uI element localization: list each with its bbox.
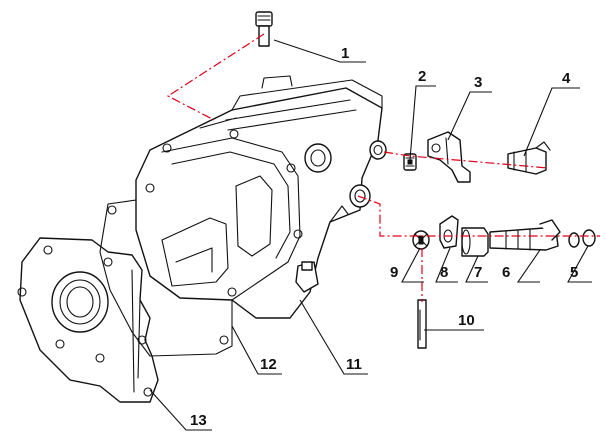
- callout-10: 10: [458, 312, 475, 329]
- part-13-rear-cover: [17, 237, 159, 403]
- callout-11: 11: [346, 356, 362, 373]
- part-3-bracket: [427, 131, 471, 183]
- part-4-shaft: [507, 141, 551, 175]
- callout-6: 6: [502, 264, 510, 281]
- callout-labels: 1 2 3 4 5 6 7 8 9 10 11 12 13: [190, 45, 578, 429]
- callout-8: 8: [440, 264, 448, 281]
- callout-1: 1: [341, 45, 349, 62]
- part-10-pin: [417, 299, 427, 349]
- callout-12: 12: [260, 356, 277, 373]
- part-5-o-rings: [568, 229, 596, 248]
- part-8-clip: [439, 215, 459, 249]
- callout-3: 3: [474, 74, 482, 91]
- callout-7: 7: [474, 264, 482, 281]
- part-6-shift-shaft: [489, 219, 561, 251]
- callout-4: 4: [562, 70, 571, 87]
- assembly-centerlines: [166, 33, 600, 302]
- leader-lines: [149, 39, 592, 431]
- part-1-bolt: [255, 11, 273, 47]
- part-7-sleeve: [461, 227, 489, 257]
- callout-9: 9: [390, 264, 398, 281]
- callout-13: 13: [190, 412, 207, 429]
- callout-2: 2: [418, 68, 426, 85]
- callout-5: 5: [570, 264, 578, 281]
- part-11-housing: [135, 75, 387, 319]
- part-9-gear: [412, 230, 430, 250]
